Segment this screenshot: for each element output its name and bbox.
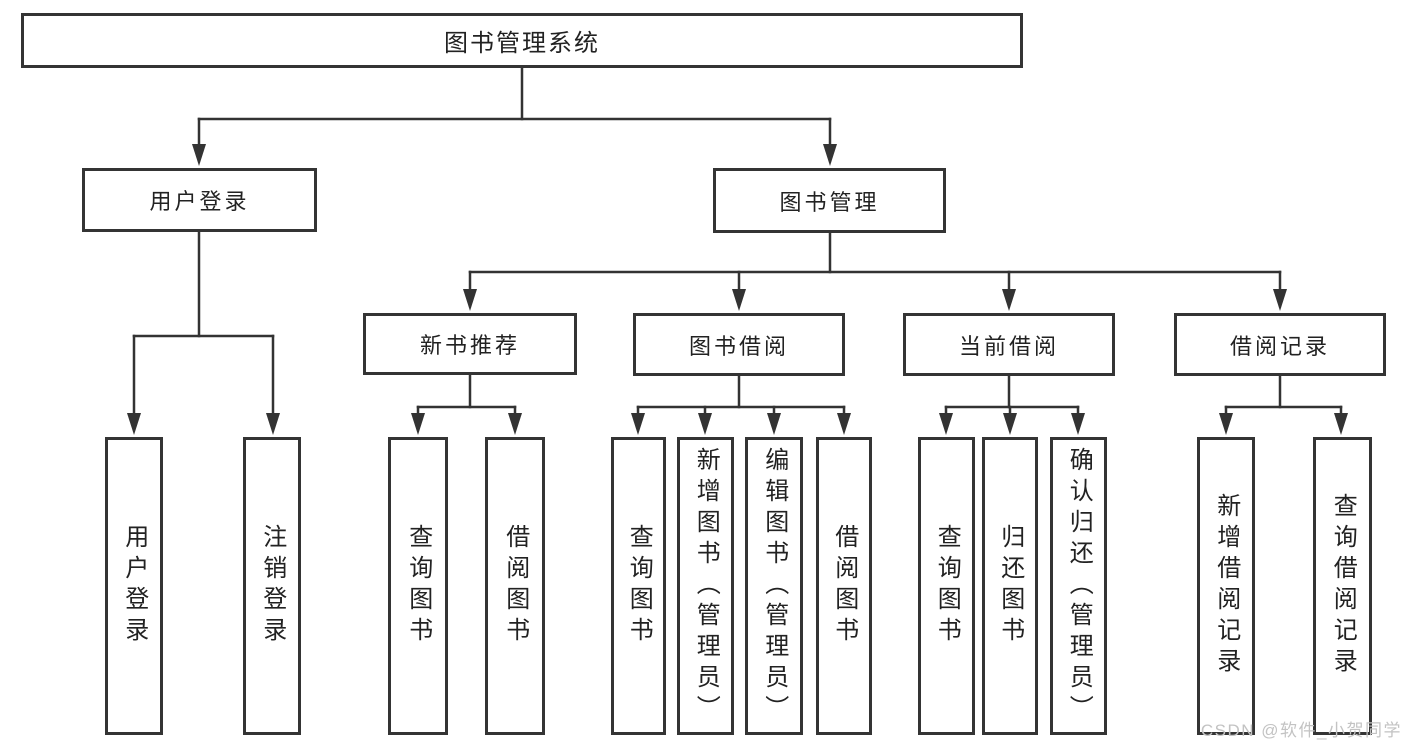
leaf-add-book-admin: 新增图书（管理员）	[677, 437, 734, 735]
node-current-borrow-label: 当前借阅	[958, 333, 1059, 359]
node-new-book-recommend-label: 新书推荐	[419, 333, 520, 358]
leaf-confirm-return-admin: 确认归还（管理员）	[1050, 437, 1107, 735]
leaf-add-borrow-record-label: 新增借阅记录	[1212, 493, 1240, 679]
node-user-login: 用户登录	[82, 168, 317, 232]
leaf-logout-label: 注销登录	[258, 524, 286, 648]
node-new-book-recommend: 新书推荐	[363, 313, 577, 375]
leaf-query-books-recommend: 查询图书	[388, 437, 448, 735]
leaf-edit-book-admin: 编辑图书（管理员）	[745, 437, 803, 735]
leaf-borrow-books-recommend-label: 借阅图书	[501, 524, 529, 648]
leaf-return-book: 归还图书	[982, 437, 1038, 735]
node-book-borrow-label: 图书借阅	[688, 333, 789, 359]
leaf-query-books-borrow-label: 查询图书	[625, 524, 653, 648]
leaf-query-books-current: 查询图书	[918, 437, 975, 735]
leaf-add-borrow-record: 新增借阅记录	[1197, 437, 1255, 735]
node-borrow-records: 借阅记录	[1174, 313, 1386, 376]
leaf-query-books-current-label: 查询图书	[933, 524, 961, 648]
leaf-query-books-borrow: 查询图书	[611, 437, 666, 735]
node-book-borrow: 图书借阅	[633, 313, 845, 376]
csdn-watermark: CSDN @软件_小贺同学	[1200, 721, 1402, 740]
node-root-label: 图书管理系统	[444, 30, 600, 57]
leaf-borrow-books: 借阅图书	[816, 437, 872, 735]
node-user-login-label: 用户登录	[149, 189, 250, 214]
leaf-query-books-recommend-label: 查询图书	[404, 524, 432, 648]
node-root: 图书管理系统	[21, 13, 1023, 68]
leaf-return-book-label: 归还图书	[996, 524, 1024, 648]
leaf-confirm-return-admin-label: 确认归还（管理员）	[1065, 446, 1093, 726]
leaf-query-borrow-record-label: 查询借阅记录	[1329, 493, 1357, 679]
leaf-borrow-books-label: 借阅图书	[830, 524, 858, 648]
node-book-management-label: 图书管理	[779, 189, 880, 215]
leaf-user-login: 用户登录	[105, 437, 163, 735]
leaf-user-login-label: 用户登录	[120, 524, 148, 648]
node-current-borrow: 当前借阅	[903, 313, 1115, 376]
leaf-edit-book-admin-label: 编辑图书（管理员）	[760, 446, 788, 726]
leaf-query-borrow-record: 查询借阅记录	[1313, 437, 1372, 735]
leaf-borrow-books-recommend: 借阅图书	[485, 437, 545, 735]
leaf-add-book-admin-label: 新增图书（管理员）	[692, 446, 720, 726]
node-borrow-records-label: 借阅记录	[1229, 333, 1330, 359]
node-book-management: 图书管理	[713, 168, 946, 233]
leaf-logout: 注销登录	[243, 437, 301, 735]
